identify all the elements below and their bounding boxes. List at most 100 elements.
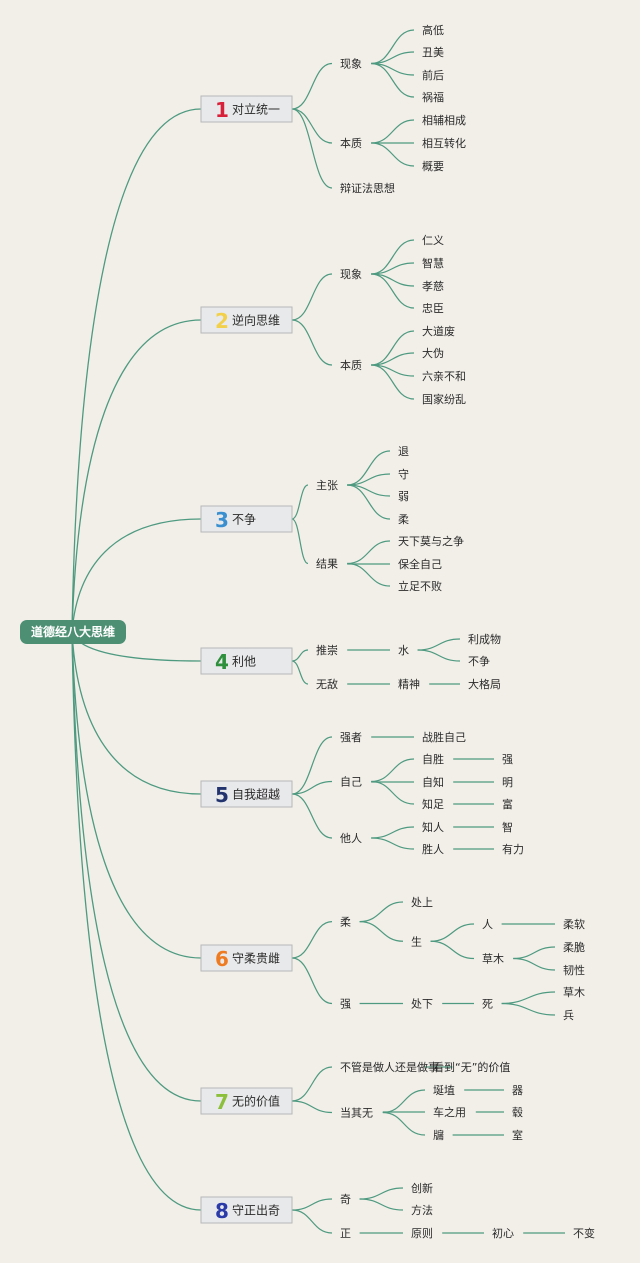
- node-b1-1-0[interactable]: 相辅相成: [422, 113, 466, 127]
- node-b6-1-0-0[interactable]: 死: [482, 998, 493, 1011]
- node-b1-1-1[interactable]: 相互转化: [422, 136, 466, 150]
- node-b1-0-3[interactable]: 祸福: [422, 90, 444, 104]
- node-b6-0-1-1[interactable]: 草木: [482, 953, 504, 966]
- node-b7-1-1-0[interactable]: 毂: [512, 1106, 523, 1119]
- node-b8-0[interactable]: 奇: [340, 1193, 351, 1206]
- node-b2-0-3[interactable]: 忠臣: [422, 302, 444, 315]
- node-b6-0[interactable]: 柔: [340, 916, 351, 929]
- node-b4-0-0-1[interactable]: 不争: [468, 654, 490, 668]
- node-b2-0-1[interactable]: 智慧: [422, 256, 444, 270]
- node-b7-1-0-0[interactable]: 器: [512, 1084, 523, 1097]
- node-b1-0-2[interactable]: 前后: [422, 68, 444, 82]
- node-b5-0[interactable]: 强者: [340, 731, 362, 744]
- node-b4-1[interactable]: 无敌: [316, 677, 338, 691]
- node-b3-0[interactable]: 主张: [316, 479, 338, 492]
- node-b8-1-0-0[interactable]: 初心: [492, 1226, 514, 1240]
- node-b4-0-0[interactable]: 水: [398, 644, 409, 657]
- branch-box-7: [200, 1087, 293, 1115]
- node-b1-1[interactable]: 本质: [340, 136, 362, 150]
- node-b2-1-2[interactable]: 六亲不和: [422, 369, 466, 383]
- node-b4-0[interactable]: 推崇: [316, 643, 338, 657]
- connector-node-b7-0: [291, 1066, 333, 1102]
- node-b5-1-0-0[interactable]: 强: [502, 753, 513, 766]
- node-b6-0-1-1-0[interactable]: 柔脆: [563, 940, 585, 954]
- node-b6-0-1-1-1[interactable]: 韧性: [563, 963, 585, 977]
- connector-node-b8-0-1: [359, 1198, 404, 1211]
- node-b6-0-1-0[interactable]: 人: [482, 918, 493, 931]
- node-b5-1[interactable]: 自己: [340, 776, 362, 789]
- node-b3-0-2[interactable]: 弱: [398, 490, 409, 503]
- node-b2-0[interactable]: 现象: [340, 268, 362, 281]
- node-b2-1[interactable]: 本质: [340, 358, 362, 372]
- node-b8-0-0[interactable]: 创新: [411, 1181, 433, 1195]
- node-b7-1-0[interactable]: 埏埴: [433, 1083, 455, 1097]
- node-b1-0-1[interactable]: 丑美: [422, 46, 444, 59]
- connector-node-b3-0-0: [347, 450, 391, 486]
- node-b7-0-0[interactable]: 看到“无”的价值: [433, 1060, 510, 1074]
- node-b2-0-2[interactable]: 孝慈: [422, 279, 444, 293]
- node-b5-2[interactable]: 他人: [340, 832, 362, 845]
- branch-box-8: [200, 1196, 293, 1224]
- node-b4-1-0[interactable]: 精神: [398, 677, 420, 691]
- node-b4-0-0-0[interactable]: 利成物: [468, 632, 501, 646]
- node-b6-0-1[interactable]: 生: [411, 934, 422, 948]
- node-b1-0-0[interactable]: 高低: [422, 23, 444, 37]
- node-b5-1-2[interactable]: 知足: [422, 797, 444, 811]
- node-b5-1-2-0[interactable]: 富: [502, 797, 513, 811]
- node-b7-1[interactable]: 当其无: [340, 1106, 373, 1120]
- branch-number-4: 4: [215, 650, 229, 674]
- node-b3-1-2[interactable]: 立足不败: [398, 579, 442, 593]
- node-b3-0-1[interactable]: 守: [398, 467, 409, 481]
- node-b8-1-0-0-0[interactable]: 不变: [573, 1226, 595, 1240]
- branch-title-7: 无的价值: [232, 1094, 280, 1109]
- node-b7-0[interactable]: 不管是做人还是做事: [340, 1060, 439, 1074]
- node-b5-2-0-0[interactable]: 智: [502, 820, 513, 834]
- node-b6-0-0[interactable]: 处上: [411, 896, 433, 909]
- node-b3-0-3[interactable]: 柔: [398, 513, 409, 526]
- node-b5-2-0[interactable]: 知人: [422, 820, 444, 834]
- node-b8-1[interactable]: 正: [340, 1227, 351, 1240]
- node-b3-1[interactable]: 结果: [316, 558, 338, 571]
- node-b5-2-1-0[interactable]: 有力: [502, 842, 524, 856]
- node-b3-0-0[interactable]: 退: [398, 445, 409, 458]
- connector-node-b5-2-1: [371, 837, 415, 850]
- node-b3-1-1[interactable]: 保全自己: [398, 557, 442, 571]
- node-b3-1-0[interactable]: 天下莫与之争: [398, 534, 464, 548]
- node-b7-1-2[interactable]: 牖: [433, 1129, 444, 1142]
- connector-node-b5-1-2: [371, 780, 415, 805]
- node-b6-1-0[interactable]: 处下: [411, 998, 433, 1011]
- node-b1-2[interactable]: 辩证法思想: [340, 181, 395, 195]
- node-b1-1-2[interactable]: 概要: [422, 160, 444, 173]
- node-b4-1-0-0[interactable]: 大格局: [468, 677, 501, 691]
- node-b6-1-0-0-1[interactable]: 兵: [563, 1009, 574, 1022]
- node-b5-1-1-0[interactable]: 明: [502, 776, 513, 789]
- node-b1-0[interactable]: 现象: [340, 58, 362, 71]
- node-b5-2-1[interactable]: 胜人: [422, 842, 444, 856]
- node-b6-0-1-0-0[interactable]: 柔软: [563, 917, 585, 931]
- node-b5-0-0[interactable]: 战胜自己: [422, 730, 466, 744]
- node-b2-1-0[interactable]: 大道废: [422, 324, 455, 338]
- trunk-connector-3: [71, 518, 202, 633]
- node-b2-1-1[interactable]: 大伪: [422, 346, 444, 360]
- node-b7-1-1[interactable]: 车之用: [433, 1105, 466, 1119]
- connector-node-b8-1: [291, 1209, 333, 1234]
- node-b2-0-0[interactable]: 仁义: [422, 234, 444, 247]
- node-b2-1-3[interactable]: 国家纷乱: [422, 392, 466, 406]
- node-b8-1-0[interactable]: 原则: [411, 1227, 433, 1240]
- node-b8-0-1[interactable]: 方法: [411, 1203, 433, 1217]
- node-b7-1-2-0[interactable]: 室: [512, 1128, 523, 1142]
- node-b6-1[interactable]: 强: [340, 998, 351, 1011]
- node-b5-1-0[interactable]: 自胜: [422, 752, 444, 766]
- root-node[interactable]: 道德经八大思维: [20, 620, 126, 644]
- node-b6-1-0-0-0[interactable]: 草木: [563, 986, 585, 999]
- node-b5-1-1[interactable]: 自知: [422, 775, 444, 789]
